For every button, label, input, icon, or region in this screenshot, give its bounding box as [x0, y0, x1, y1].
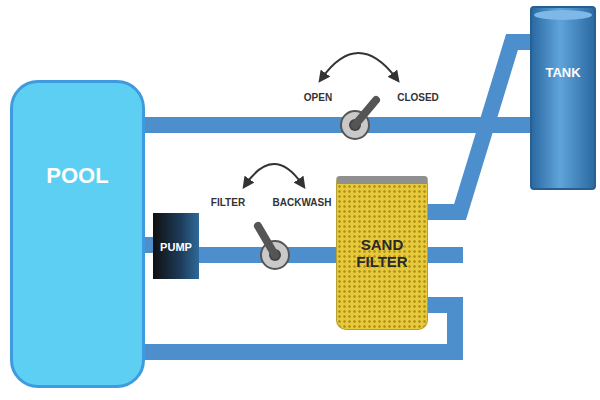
valve-position-label: BACKWASH	[273, 197, 332, 208]
pool-basin: POOL	[10, 80, 145, 388]
valve	[258, 226, 289, 269]
switch-arrow	[246, 164, 302, 184]
node-label: TANK	[545, 66, 580, 81]
tank-cylinder: TANK	[530, 6, 596, 190]
valve-position-label: CLOSED	[397, 92, 439, 103]
pipe	[145, 117, 530, 133]
valve-position-label: OPEN	[304, 92, 332, 103]
valve	[341, 100, 376, 139]
node-label: PUMP	[160, 241, 192, 254]
sand-filter: SAND FILTER	[336, 176, 428, 330]
node-label: POOL	[46, 163, 108, 188]
switch-arrow	[322, 53, 396, 78]
pipe-stub	[426, 247, 463, 263]
tank-top	[534, 10, 592, 20]
node-label: SAND FILTER	[343, 236, 421, 271]
pipe	[428, 42, 530, 212]
valve-position-label: FILTER	[211, 197, 245, 208]
pipe	[145, 237, 153, 253]
pump-box: PUMP	[153, 213, 199, 279]
